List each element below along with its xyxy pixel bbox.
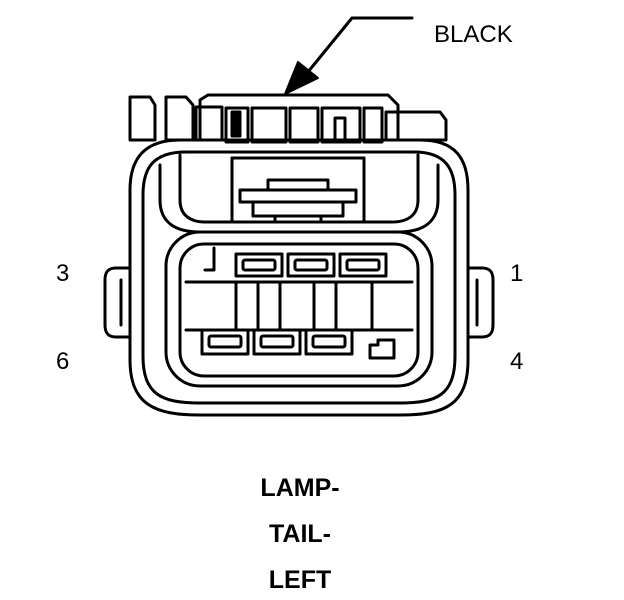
pin-cavity-5 — [252, 328, 302, 356]
pin-cavity-4 — [304, 328, 354, 356]
connector-guide-frame — [158, 153, 440, 234]
pin-cavity-2 — [286, 252, 336, 278]
pin-cavity-3 — [234, 252, 284, 278]
connector-housing — [103, 138, 495, 417]
pin-number-6: 6 — [56, 348, 70, 375]
connector-title-line1: LAMP- — [260, 474, 340, 502]
pin-cavity-1 — [338, 252, 388, 278]
pin-number-3: 3 — [56, 260, 70, 287]
pin-number-1: 1 — [510, 260, 524, 287]
wire-color-label: BLACK — [434, 21, 513, 48]
pin-cavity-6 — [200, 328, 250, 356]
pin-cavities-bottom-row — [200, 328, 354, 356]
pin-number-4: 4 — [510, 348, 524, 375]
connector-latch — [128, 93, 448, 144]
color-callout-leader — [284, 16, 414, 95]
connector-title-line3: LEFT — [268, 566, 332, 594]
pin-cavities-top-row — [234, 252, 388, 278]
connector-title-line2: TAIL- — [268, 520, 331, 548]
